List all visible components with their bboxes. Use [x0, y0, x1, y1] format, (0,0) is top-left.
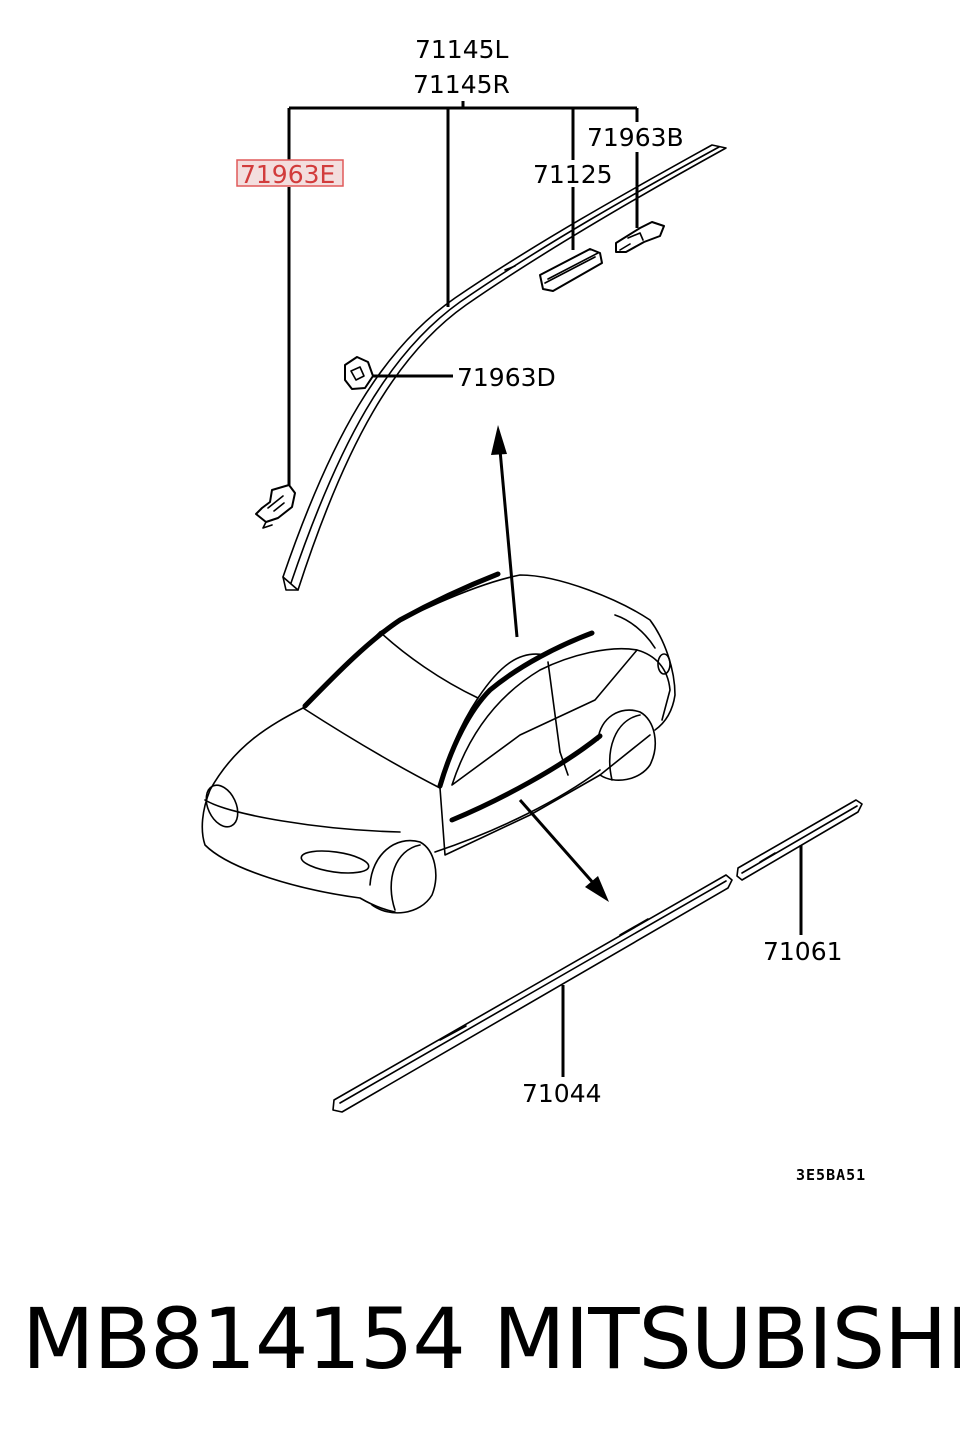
side-molding-71061: 71061 — [736, 799, 863, 966]
callout-71963B: 71963B — [587, 123, 684, 152]
car-illustration — [201, 571, 676, 914]
callout-71061: 71061 — [763, 937, 843, 966]
clip-71963E — [255, 484, 296, 529]
arrow-up — [491, 425, 519, 638]
side-molding-71044: 71044 — [332, 874, 733, 1113]
callout-71963D: 71963D — [457, 363, 556, 392]
clip-71963B — [615, 221, 665, 253]
arrow-down — [518, 799, 609, 902]
bracket-71145 — [287, 101, 639, 485]
clip-71963D: 71963D — [344, 356, 556, 392]
footer: MB814154 MITSUBISHI — [0, 1290, 960, 1400]
part-number: MB814154 — [22, 1290, 466, 1388]
callout-71963E[interactable]: 71963E — [240, 160, 335, 189]
part-71125 — [539, 248, 603, 292]
callout-71125: 71125 — [533, 160, 613, 189]
callout-71145R: 71145R — [413, 70, 510, 99]
diagram-code: 3E5BA51 — [796, 1166, 866, 1184]
callout-71044: 71044 — [522, 1079, 602, 1108]
callout-71145L: 71145L — [415, 35, 509, 64]
highlight-box — [236, 159, 344, 187]
brand-name: MITSUBISHI — [493, 1290, 960, 1388]
